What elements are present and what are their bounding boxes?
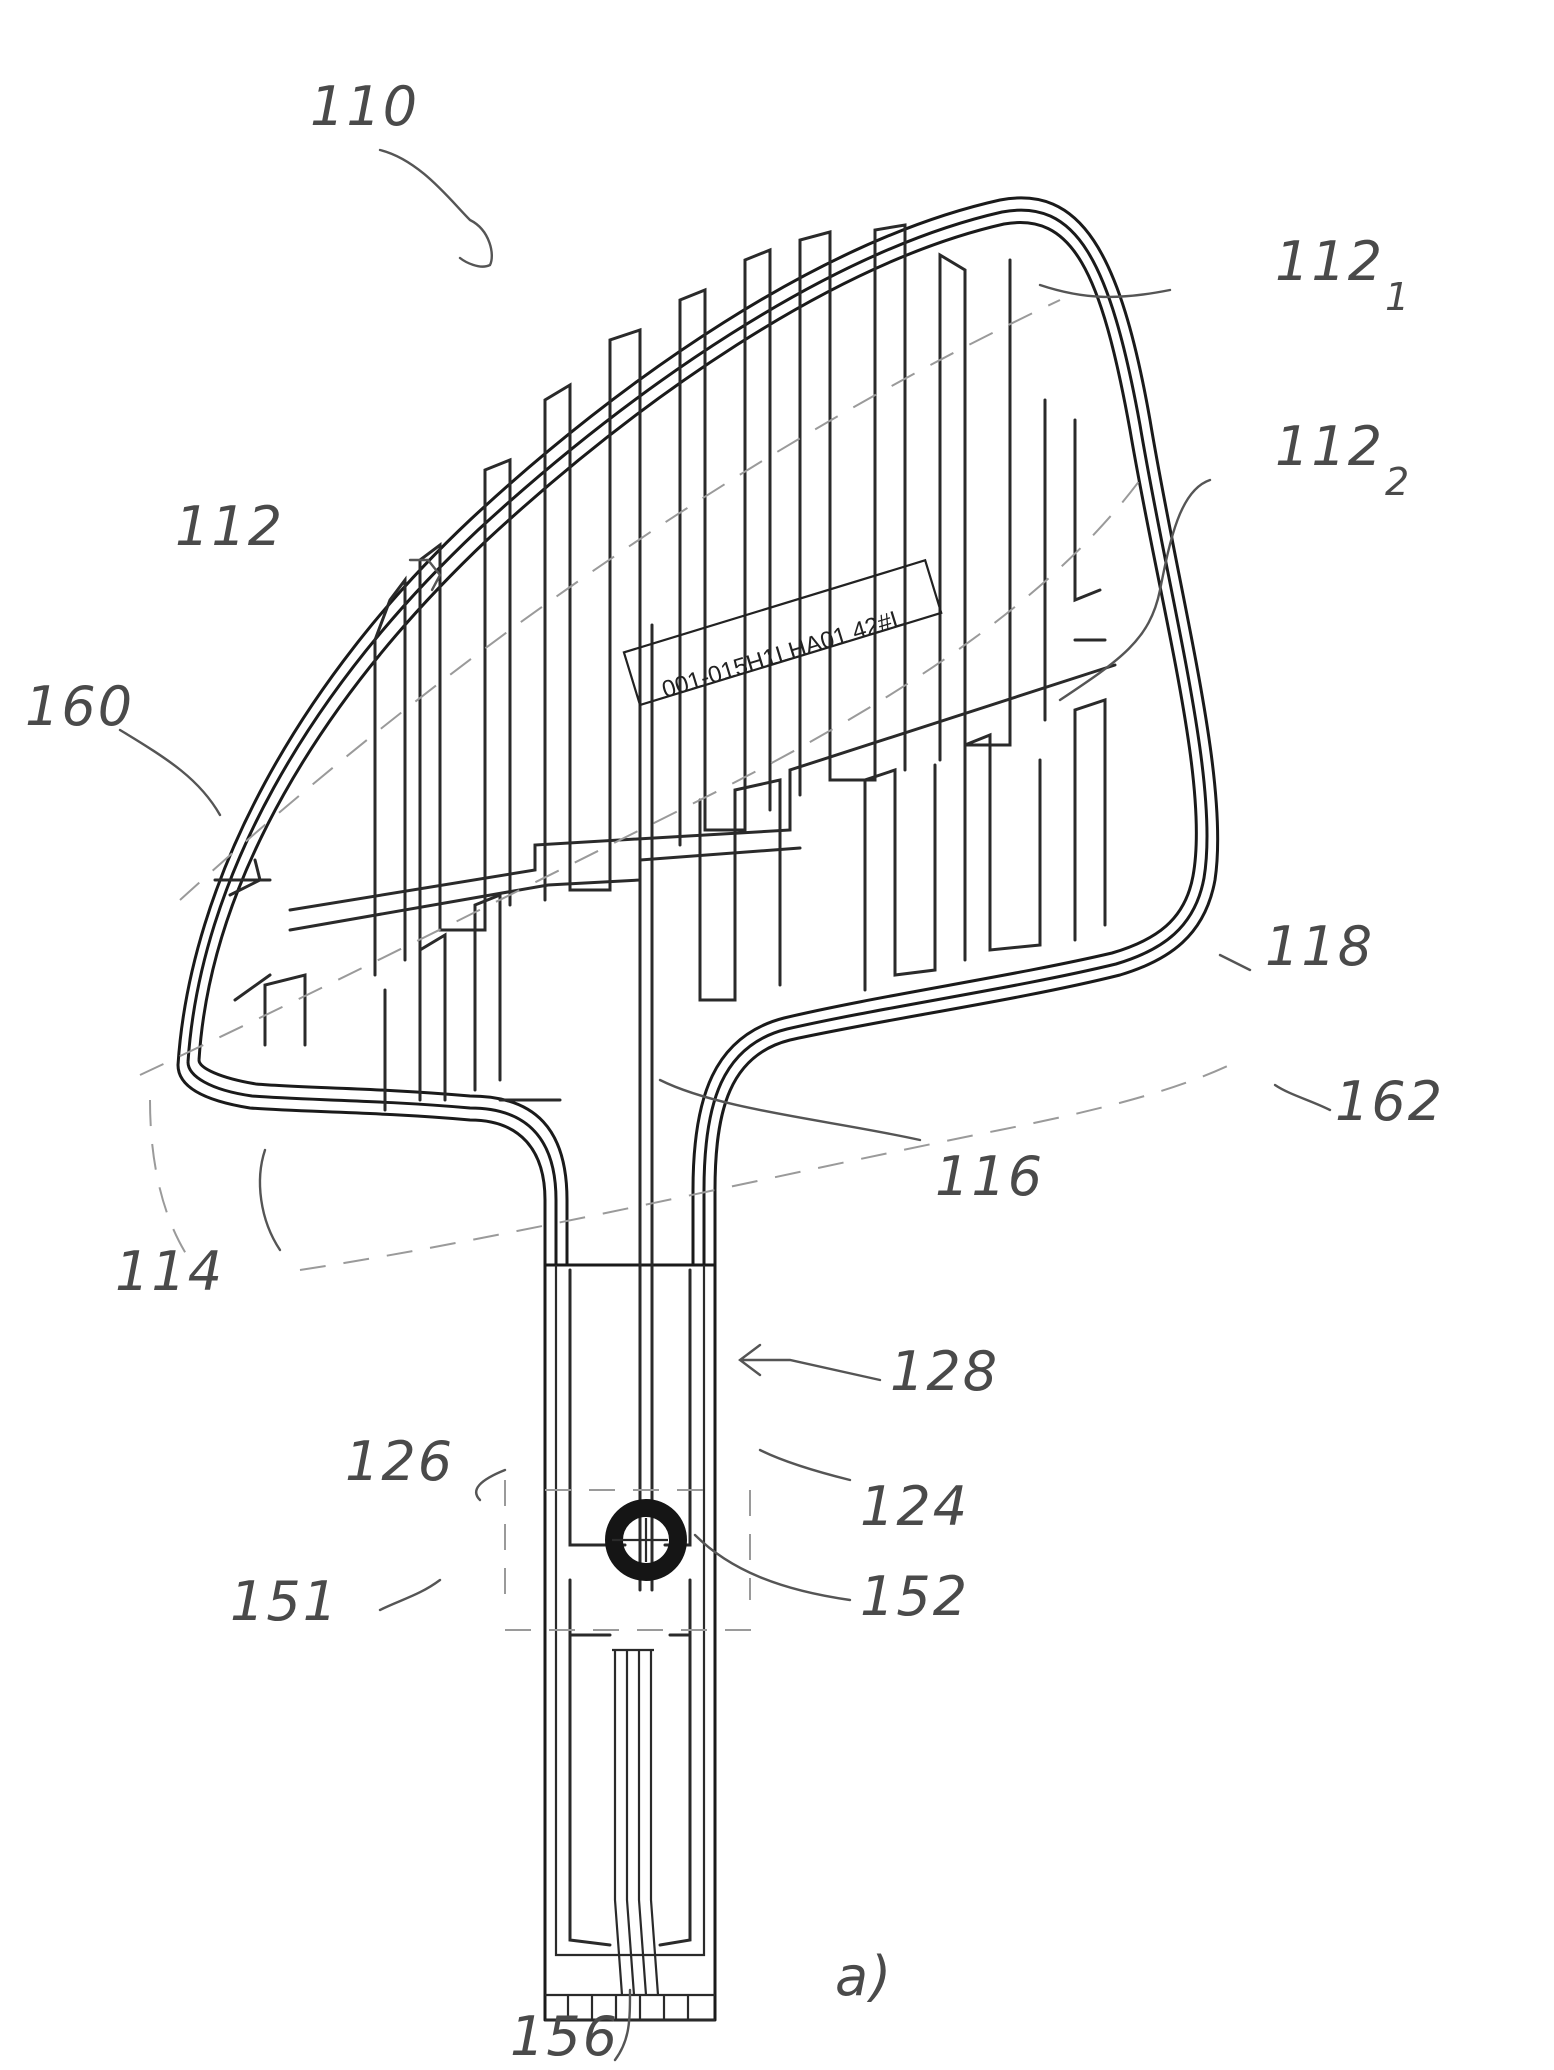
ref-160: 160 <box>25 675 134 738</box>
part-code-label: 001-015H1LHA01 42#L <box>659 604 908 704</box>
ref-112-1: 112 <box>1275 230 1384 293</box>
ref-124: 124 <box>860 1475 969 1538</box>
ref-112-2-index: 2 <box>1385 460 1411 504</box>
heater-outline <box>178 198 1218 1265</box>
ref-162: 162 <box>1335 1070 1444 1133</box>
ref-118: 118 <box>1265 915 1374 978</box>
ref-112-2: 112 <box>1275 415 1384 478</box>
ref-114: 114 <box>115 1240 224 1303</box>
ref-112-1-index: 1 <box>1385 275 1411 319</box>
figure-caption: a) <box>835 1945 893 2008</box>
ref-156: 156 <box>510 2005 619 2068</box>
ref-151: 151 <box>230 1570 339 1633</box>
ref-128: 128 <box>890 1340 999 1403</box>
ref-126: 126 <box>345 1430 454 1493</box>
ref-116: 116 <box>935 1145 1044 1208</box>
ref-112: 112 <box>175 495 284 558</box>
ref-110: 110 <box>310 75 419 138</box>
lower-heating-meander <box>215 700 1105 1110</box>
ref-152: 152 <box>860 1565 969 1628</box>
reference-numerals: 110 112 1 112 2 112 160 118 162 116 114 … <box>25 75 1444 2068</box>
